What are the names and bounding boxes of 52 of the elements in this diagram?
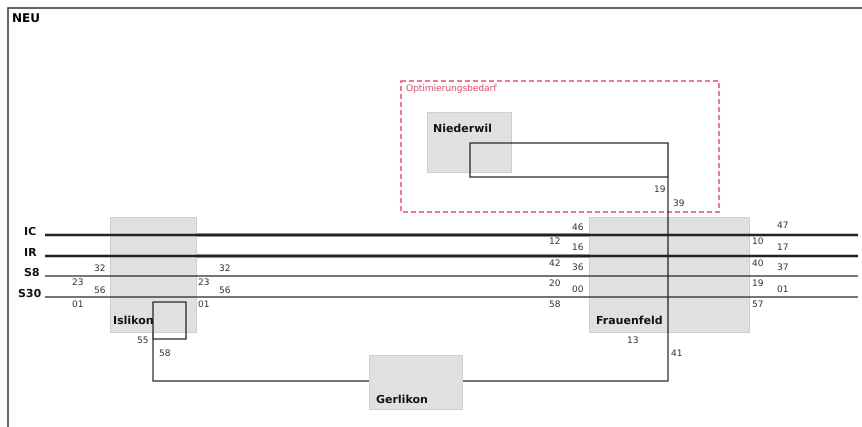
departure-minute: 19 <box>654 185 666 195</box>
route-line <box>152 333 369 382</box>
station-name: Gerlikon <box>376 393 428 406</box>
line-name: IR <box>24 247 37 259</box>
route-line <box>197 234 589 236</box>
departure-minute: 37 <box>777 263 788 273</box>
departure-minute: 01 <box>72 300 84 310</box>
departure-minute: 01 <box>777 285 788 295</box>
departure-minute: 12 <box>549 237 560 247</box>
departure-minute: 13 <box>627 336 638 346</box>
route-line <box>197 254 589 258</box>
route-line <box>197 275 589 277</box>
departure-minute: 19 <box>752 279 764 289</box>
departure-minute: 10 <box>752 237 764 247</box>
line-name: S8 <box>24 267 40 279</box>
line-name: S30 <box>18 288 42 300</box>
station-name: Islikon <box>113 314 154 327</box>
frame-label: Optimierungsbedarf <box>406 84 496 94</box>
departure-minute: 39 <box>673 199 684 209</box>
line-name: IC <box>24 226 36 238</box>
station-box <box>110 217 197 333</box>
departure-minute: 16 <box>572 243 584 253</box>
route-line <box>512 176 669 217</box>
departure-minute: 42 <box>549 259 560 269</box>
departure-minute: 46 <box>572 223 584 233</box>
departure-minute: 23 <box>72 278 84 288</box>
departure-minute: 58 <box>159 349 170 359</box>
station-box <box>427 112 512 173</box>
departure-minute: 01 <box>198 300 210 310</box>
departure-minute: 47 <box>777 221 788 231</box>
departure-minute: 32 <box>219 264 230 274</box>
station-box <box>369 355 463 410</box>
route-line <box>197 296 589 298</box>
departure-minute: 58 <box>549 300 560 310</box>
station-name: Frauenfeld <box>596 314 663 327</box>
diagram-title: NEU <box>12 11 40 25</box>
departure-minute: 56 <box>94 286 106 296</box>
departure-minute: 20 <box>549 279 560 289</box>
departure-minute: 57 <box>752 300 764 310</box>
route-line <box>463 333 669 382</box>
station-box <box>589 217 750 333</box>
departure-minute: 40 <box>752 259 764 269</box>
highlight-frame <box>400 80 720 213</box>
departure-minute: 41 <box>671 349 682 359</box>
departure-minute: 17 <box>777 243 788 253</box>
departure-minute: 36 <box>572 263 584 273</box>
departure-minute: 55 <box>137 336 148 346</box>
departure-minute: 32 <box>94 264 106 274</box>
station-name: Niederwil <box>433 122 492 135</box>
departure-minute: 56 <box>219 286 230 296</box>
departure-minute: 23 <box>198 278 210 288</box>
departure-minute: 00 <box>572 285 584 295</box>
